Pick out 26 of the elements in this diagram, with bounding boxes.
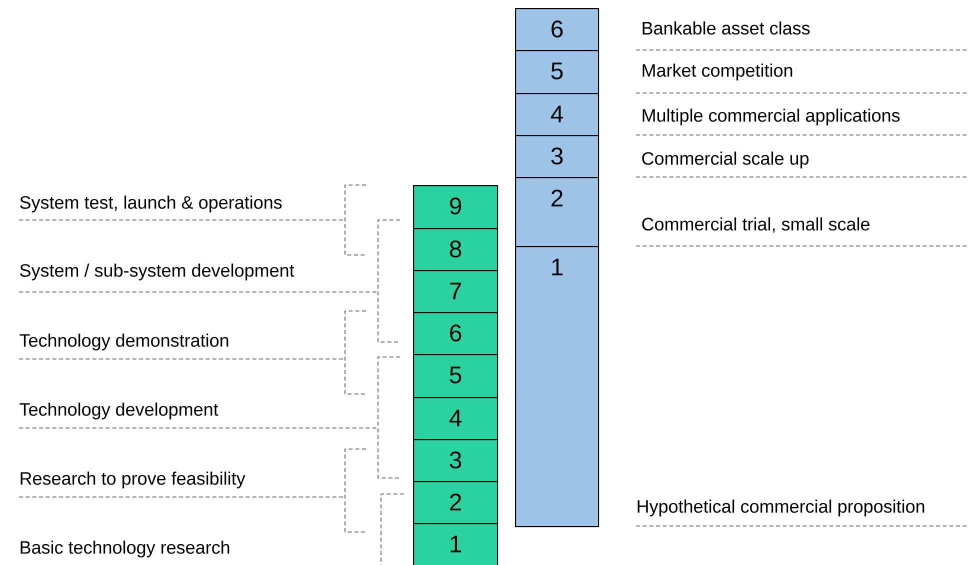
level-box: 9 xyxy=(413,185,498,230)
level-box: 1 xyxy=(413,523,498,565)
stage-label: Bankable asset class xyxy=(642,21,810,35)
level-box: 2 xyxy=(515,177,600,248)
level-box: 2 xyxy=(413,481,498,524)
level-box: 7 xyxy=(413,270,498,314)
level-box: 5 xyxy=(413,354,498,398)
level-box: 3 xyxy=(515,135,600,178)
stage-label: Hypothetical commercial proposition xyxy=(638,500,924,516)
stage-label: Technology demonstration xyxy=(20,334,228,350)
stage-label: Commercial scale up xyxy=(642,152,809,168)
level-box: 8 xyxy=(413,228,498,272)
stage-label: Technology development xyxy=(20,402,218,420)
level-box: 4 xyxy=(515,93,600,136)
stage-label: Research to prove feasibility xyxy=(20,472,246,488)
stage-label: System test, launch & operations xyxy=(20,196,282,212)
stage-label: Multiple commercial applications xyxy=(642,108,900,126)
level-box: 6 xyxy=(413,312,498,356)
level-box: 4 xyxy=(413,397,498,440)
level-box: 3 xyxy=(413,439,498,482)
stage-label: System / sub-system development xyxy=(20,264,294,280)
level-box: 5 xyxy=(515,50,600,94)
stage-label: Basic technology research xyxy=(20,540,230,558)
stage-label: Market competition xyxy=(642,64,792,80)
stage-label: Commercial trial, small scale xyxy=(642,217,870,233)
level-box: 6 xyxy=(515,8,600,52)
